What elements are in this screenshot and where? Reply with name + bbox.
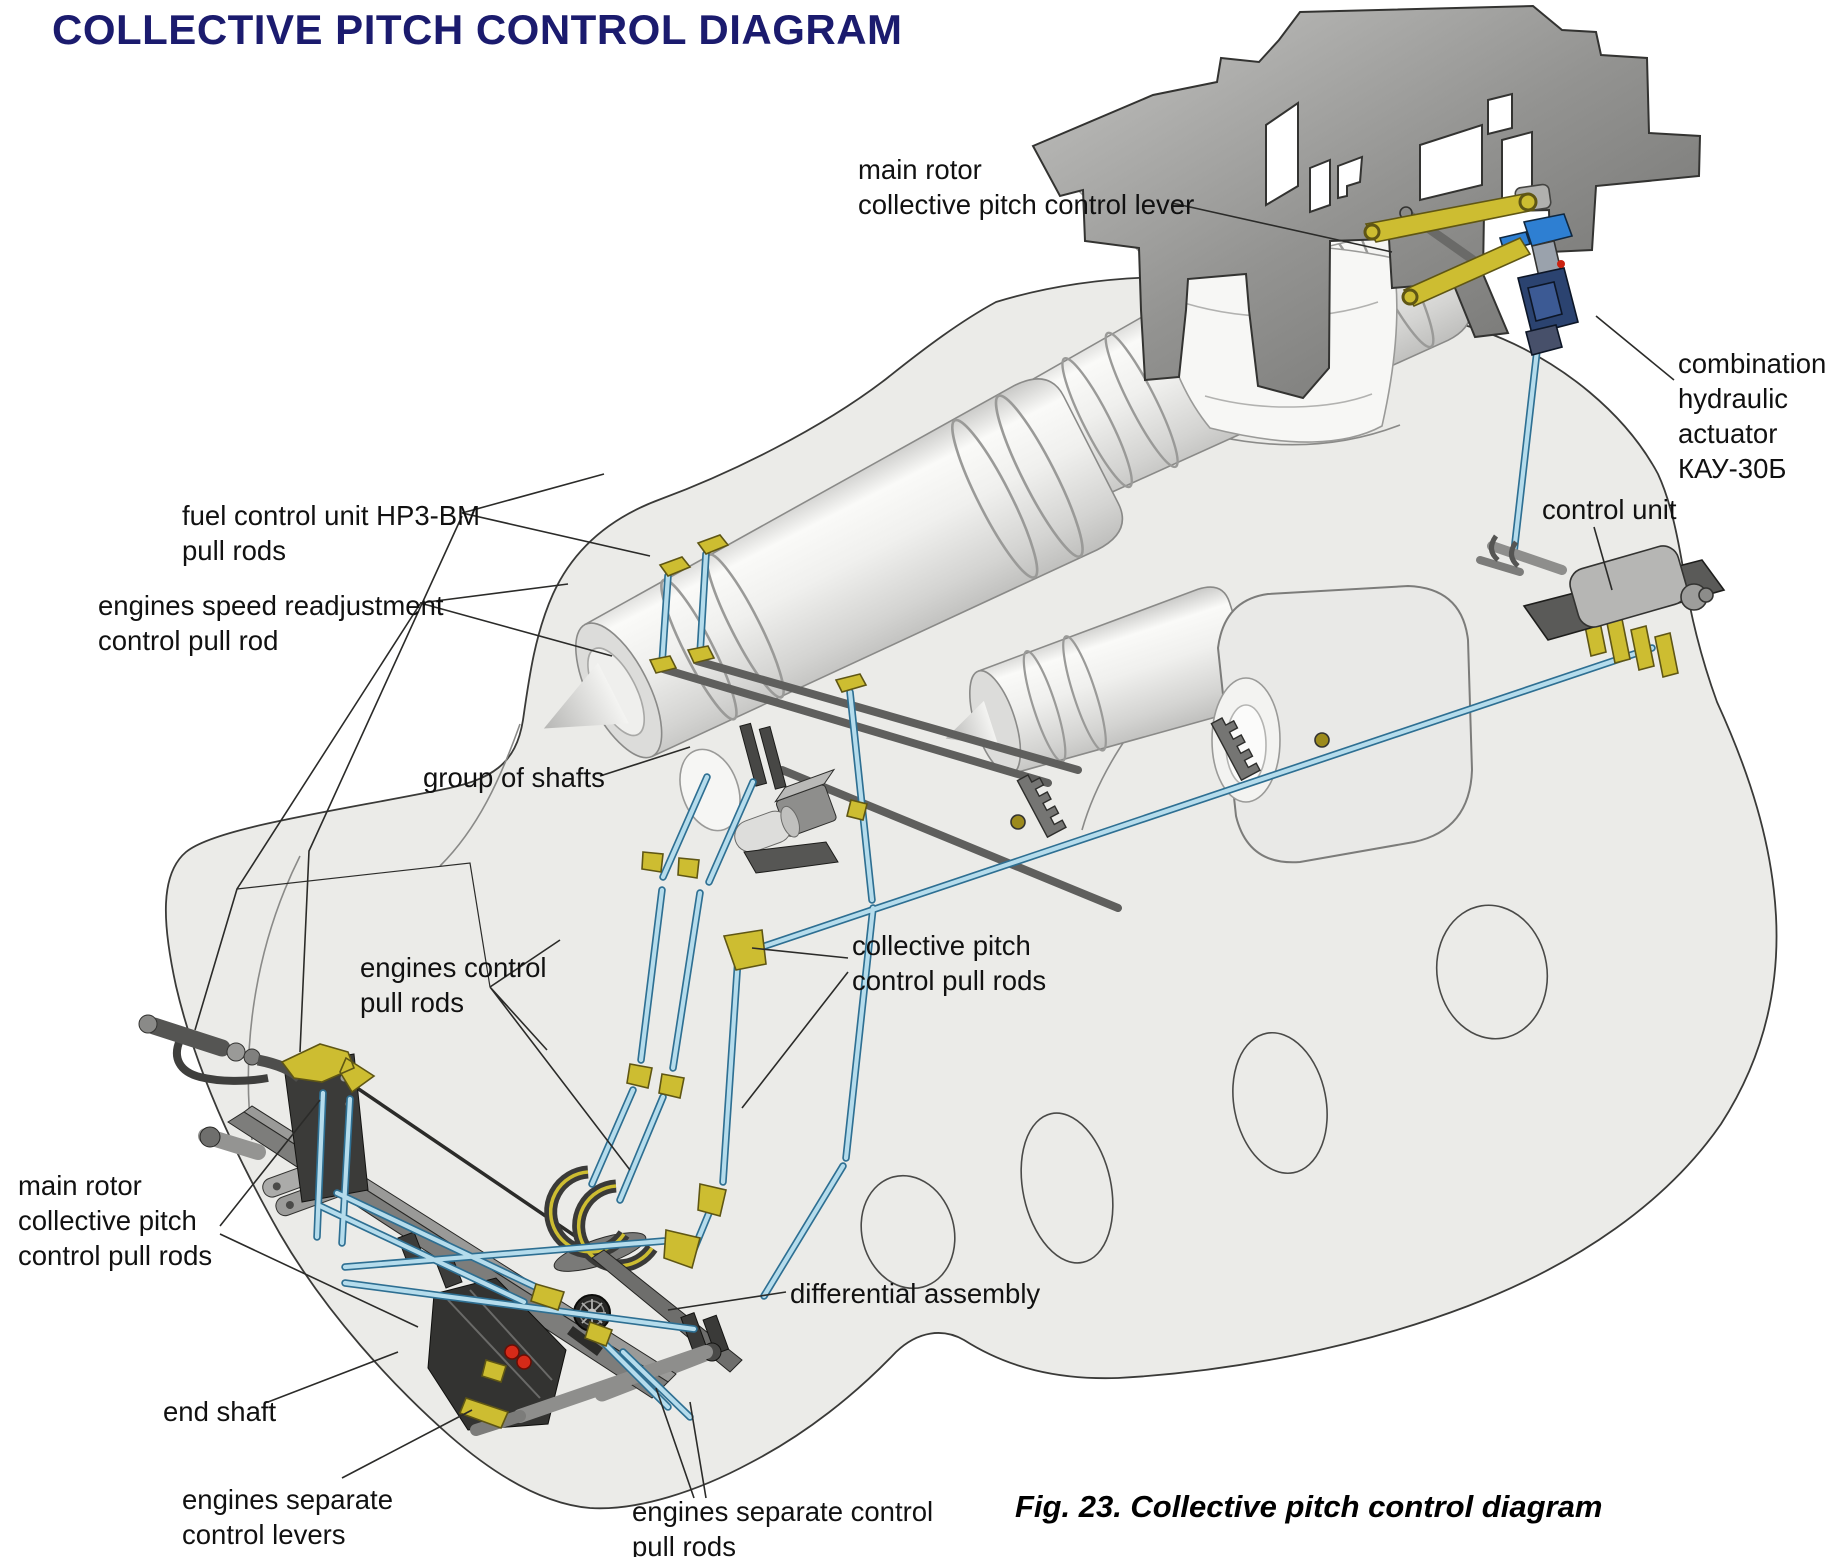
label-speed-readjustment: engines speed readjustment control pull …: [98, 590, 444, 656]
leader-lines: [194, 202, 1675, 1499]
figure-caption: Fig. 23. Collective pitch control diagra…: [1015, 1489, 1603, 1524]
label-combination-actuator: combination hydraulic actuator КАУ-30Б: [1678, 348, 1827, 484]
fuselage-outline: [164, 276, 1778, 1510]
page-title: COLLECTIVE PITCH CONTROL DIAGRAM: [52, 6, 903, 53]
label-engines-control-rods: engines control pull rods: [360, 952, 547, 1018]
main-rotor-lever-art: [1363, 192, 1538, 308]
label-collective-pitch-rods: collective pitch control pull rods: [852, 930, 1047, 996]
group-of-shafts-assembly: [309, 657, 1122, 1274]
pull-rods: [313, 294, 1656, 1421]
yellow-bellcranks: [280, 534, 1679, 1430]
hydraulic-actuator: [1498, 183, 1579, 356]
control-unit-art: [1476, 534, 1726, 641]
gearbox-support-plate: [1031, 4, 1702, 400]
red-knob: [516, 1354, 532, 1370]
rod-guide-combs: [1016, 717, 1261, 839]
label-control-unit: control unit: [1542, 494, 1677, 525]
collective-stick-grip: [145, 1017, 231, 1057]
red-knob: [504, 1344, 520, 1360]
label-differential-assembly: differential assembly: [790, 1278, 1041, 1309]
label-fuel-control-rods: fuel control unit НР3-ВМ pull rods: [182, 500, 481, 566]
label-main-rotor-rods: main rotor collective pitch control pull…: [18, 1170, 213, 1271]
label-engines-separate-levers: engines separate control levers: [182, 1484, 393, 1550]
label-group-of-shafts: group of shafts: [423, 762, 605, 793]
label-main-rotor-lever: main rotor collective pitch control leve…: [858, 154, 1195, 220]
label-end-shaft: end shaft: [163, 1396, 277, 1427]
label-engines-separate-rods: engines separate control pull rods: [632, 1496, 934, 1557]
fuselage-windows: [860, 904, 1549, 1290]
left-engine: [543, 378, 1124, 759]
